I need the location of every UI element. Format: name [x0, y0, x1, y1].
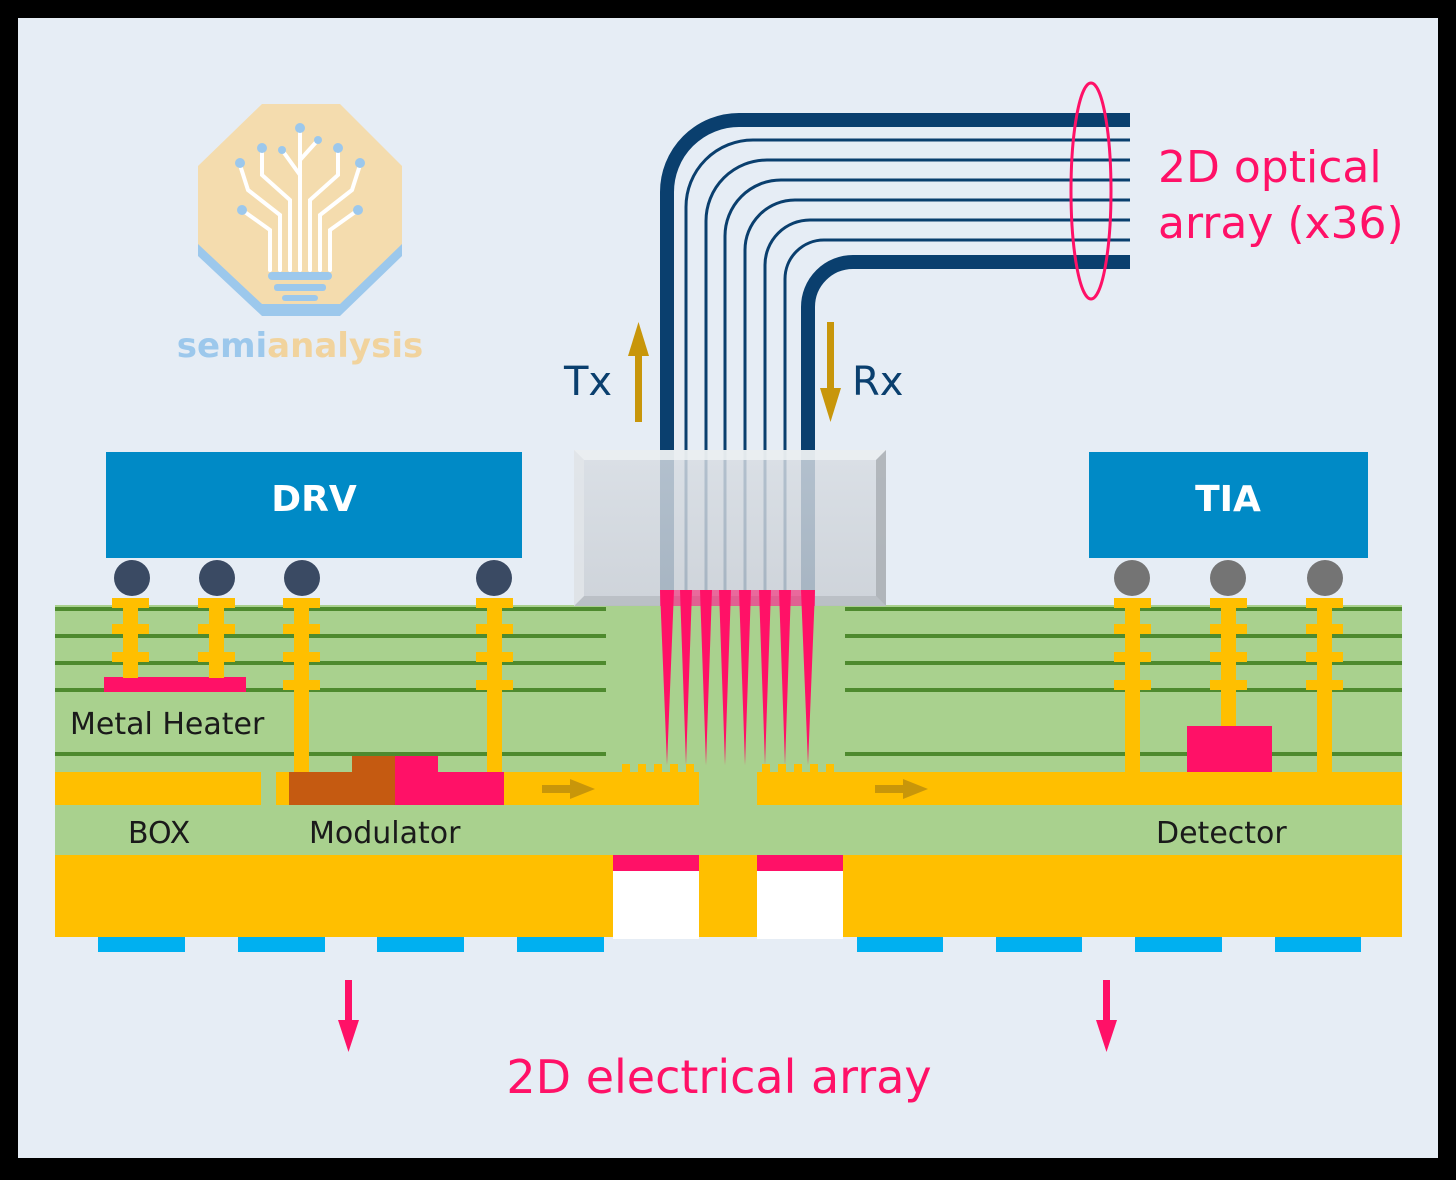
- fiber-coupler-block: [574, 450, 886, 606]
- tx-arrow: [628, 322, 649, 422]
- tia-bumps: [1114, 560, 1343, 596]
- electrical-array-label: 2D electrical array: [506, 1050, 931, 1104]
- light-cones: [660, 590, 815, 765]
- fiber-tip-band: [660, 590, 815, 606]
- substrate: [55, 855, 1402, 937]
- optical-array-label-line1: 2D optical: [1158, 142, 1382, 193]
- fiber-bundle: [660, 113, 1130, 590]
- substrate-cavities: [613, 855, 843, 939]
- drv-chip: [106, 452, 522, 558]
- box-label: BOX: [128, 816, 190, 851]
- fiber-outer: [660, 113, 1130, 590]
- tx-label: Tx: [563, 359, 612, 405]
- waveguide-arrows: [542, 779, 928, 799]
- bottom-pads: [98, 937, 1361, 952]
- drv-bumps: [114, 560, 512, 596]
- tree-icon: [238, 128, 362, 272]
- optical-array-label-line2: array (x36): [1158, 198, 1404, 249]
- rx-label: Rx: [852, 359, 903, 405]
- drv-label: DRV: [271, 479, 357, 520]
- detector-device: [1187, 726, 1272, 772]
- fiber-inner: [801, 255, 1130, 590]
- metal-heater-label: Metal Heater: [70, 707, 265, 742]
- rx-arrow: [820, 322, 841, 422]
- semianalysis-logo: semianalysis: [177, 104, 423, 366]
- tia-chip: [1089, 452, 1368, 558]
- modulator-label: Modulator: [309, 816, 461, 851]
- detector-label: Detector: [1156, 816, 1287, 851]
- logo-wordmark: semianalysis: [177, 326, 423, 366]
- vias-right: [1114, 598, 1343, 772]
- vias-left: [112, 598, 513, 772]
- electrical-arrows: [338, 980, 1117, 1052]
- optical-array-ellipse: [1069, 81, 1113, 301]
- tia-label: TIA: [1195, 479, 1261, 520]
- metal-heater: [104, 677, 246, 692]
- modulator-device: [289, 756, 504, 805]
